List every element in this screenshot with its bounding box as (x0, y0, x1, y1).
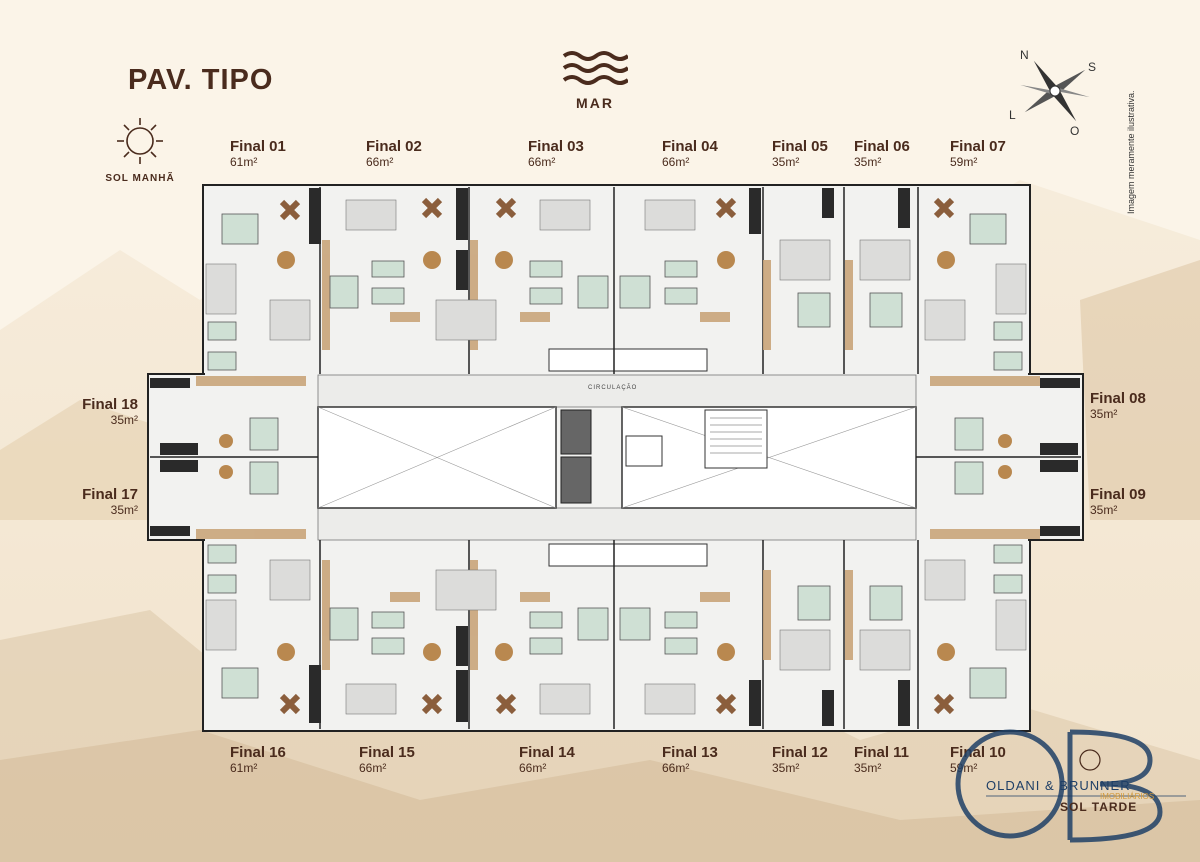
unit-area: 35m² (854, 155, 882, 169)
unit-area: 35m² (854, 761, 882, 775)
unit-area: 66m² (528, 155, 556, 169)
unit-name: Final 09 (1090, 486, 1146, 503)
unit-name: Final 14 (519, 744, 575, 761)
sun-icon (117, 118, 163, 164)
unit-name: Final 07 (950, 138, 1006, 155)
compass-south: S (1088, 60, 1097, 74)
unit-name: Final 04 (662, 138, 718, 155)
unit-area: 61m² (230, 155, 258, 169)
compass-west: O (1070, 124, 1080, 138)
page-title: PAV. TIPO (128, 64, 274, 96)
compass-rose-icon (1020, 60, 1090, 122)
corridor-label: CIRCULAÇÃO (588, 385, 638, 391)
unit-name: Final 15 (359, 744, 415, 761)
unit-area: 35m² (110, 503, 138, 517)
unit-area: 59m² (950, 155, 978, 169)
unit-area: 66m² (662, 155, 690, 169)
unit-name: Final 11 (854, 744, 910, 761)
unit-area: 66m² (662, 761, 690, 775)
compass-east: L (1009, 108, 1016, 122)
unit-name: Final 18 (82, 396, 138, 413)
unit-name: Final 01 (230, 138, 286, 155)
unit-area: 66m² (359, 761, 387, 775)
unit-area: 66m² (519, 761, 547, 775)
unit-name: Final 08 (1090, 390, 1146, 407)
unit-name: Final 17 (82, 486, 138, 503)
waves-icon (562, 51, 630, 85)
sea-indicator: MAR (560, 48, 630, 111)
sun-morning-label: SOL MANHÃ (105, 173, 175, 184)
unit-name: Final 12 (772, 744, 828, 761)
compass-north: N (1020, 48, 1029, 62)
unit-name: Final 06 (854, 138, 910, 155)
company-logo: OLDANI & BRUNNER IMOBILIÁRIOS (950, 722, 1190, 852)
unit-area: 59m² (950, 761, 978, 775)
unit-area: 35m² (772, 155, 800, 169)
morning-sun-indicator: SOL MANHÃ (102, 116, 178, 184)
logo-sub-text: IMOBILIÁRIOS (1100, 792, 1155, 801)
unit-area: 35m² (1090, 407, 1118, 421)
logo-brand-text: OLDANI & BRUNNER (986, 778, 1131, 793)
unit-name: Final 03 (528, 138, 584, 155)
unit-area: 35m² (110, 413, 138, 427)
unit-area: 35m² (1090, 503, 1118, 517)
unit-name: Final 13 (662, 744, 718, 761)
unit-area: 61m² (230, 761, 258, 775)
unit-name: Final 05 (772, 138, 828, 155)
unit-area: 35m² (772, 761, 800, 775)
sun-afternoon-label: SOL TARDE (1060, 800, 1138, 814)
unit-name: Final 02 (366, 138, 422, 155)
sea-label: MAR (576, 95, 614, 111)
ob-monogram (955, 729, 1186, 843)
unit-area: 66m² (366, 155, 394, 169)
unit-name: Final 16 (230, 744, 286, 761)
